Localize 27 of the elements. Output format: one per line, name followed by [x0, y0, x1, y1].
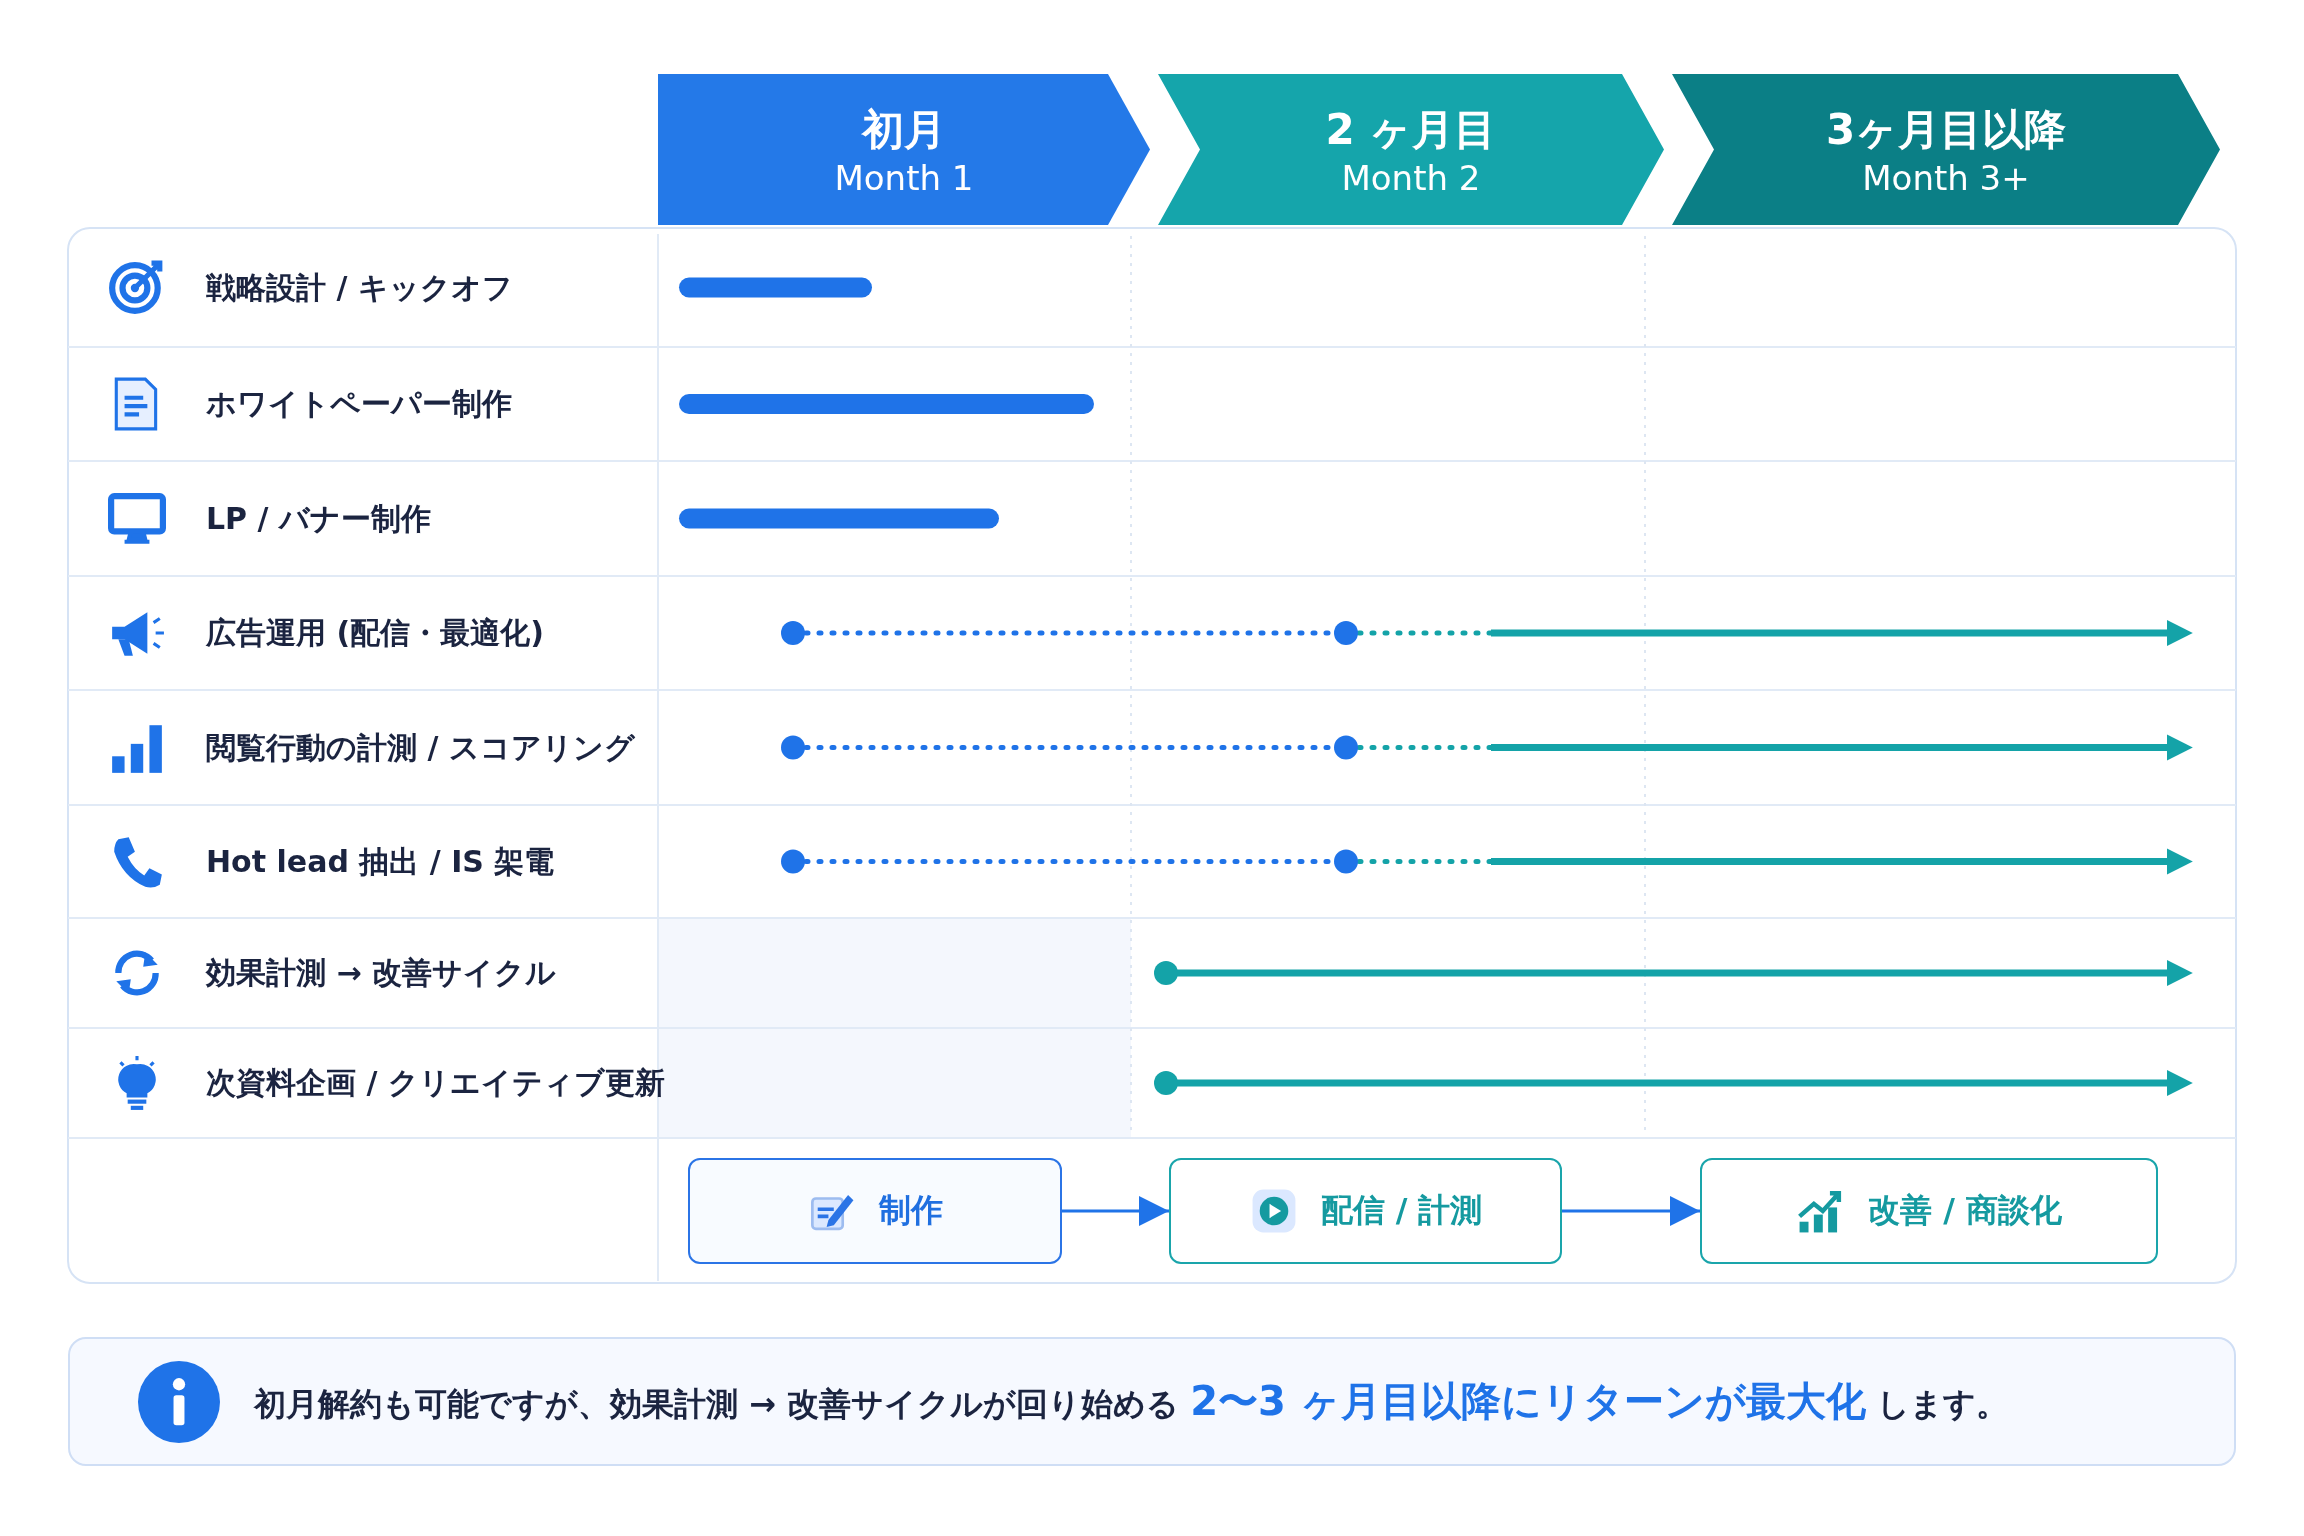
phase-box [1700, 1158, 2158, 1264]
task-label: 広告運用 (配信・最適化) [206, 614, 544, 652]
month-title: 3ヶ月目以降 [1825, 103, 2067, 156]
month-header [1672, 74, 2220, 225]
task-label: Hot lead 抽出 / IS 架電 [206, 842, 555, 881]
month-subtitle: Month 1 [834, 157, 974, 198]
phase-label: 制作 [879, 1190, 943, 1231]
month-header [1158, 74, 1664, 225]
month-title: 2 ヶ月目 [1325, 103, 1497, 156]
task-label: 効果計測 → 改善サイクル [206, 954, 557, 992]
task-label: 次資料企画 / クリエイティブ更新 [206, 1064, 665, 1102]
task-label: 戦略設計 / キックオフ [206, 268, 513, 307]
month-subtitle: Month 2 [1341, 157, 1481, 198]
flow-arrow [1062, 1196, 1169, 1226]
phase-box [1169, 1158, 1562, 1264]
phase-label: 配信 / 計測 [1320, 1190, 1483, 1231]
info-note-box [68, 1337, 2236, 1466]
note-text: 初月解約も可能ですが、効果計測 → 改善サイクルが回り始める 2〜3 ヶ月目以降にリターンが最大化 します。 [254, 1377, 2008, 1426]
task-label: LP / バナー制作 [206, 499, 431, 538]
phase-box [688, 1158, 1062, 1264]
month-header [658, 74, 1150, 225]
task-label: ホワイトペーパー制作 [206, 385, 512, 423]
phase-label: 改善 / 商談化 [1868, 1190, 2062, 1231]
month-title: 初月 [862, 103, 946, 156]
month-subtitle: Month 3+ [1862, 157, 2030, 198]
task-label: 閲覧行動の計測 / スコアリング [206, 728, 635, 767]
flow-arrow [1562, 1196, 1700, 1226]
